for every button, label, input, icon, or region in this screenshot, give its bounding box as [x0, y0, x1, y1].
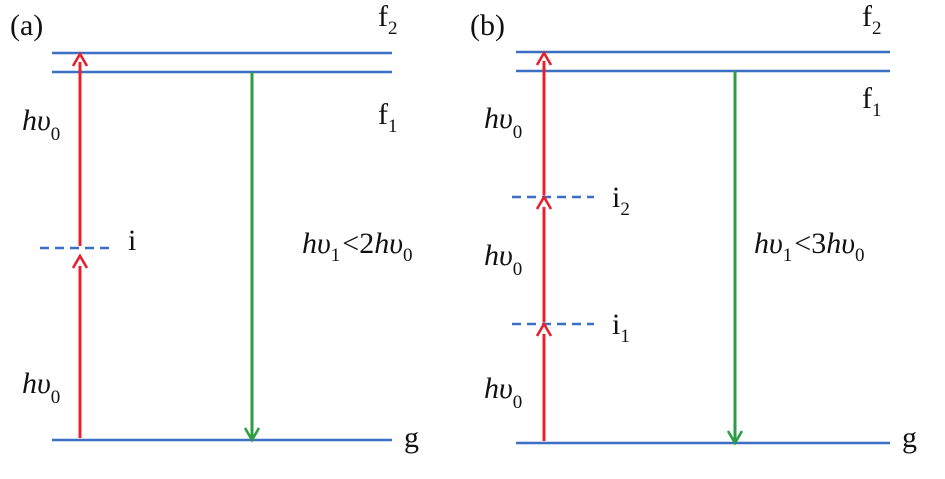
- label-virtual-i1: i1: [612, 308, 630, 347]
- photon-label-top: hυ0: [484, 102, 522, 143]
- photon-label-middle: hυ0: [484, 239, 522, 280]
- label-f2: f2: [862, 0, 882, 39]
- photon-label-upper: hυ0: [22, 104, 60, 145]
- label-g: g: [902, 421, 917, 454]
- excitation-arrow-upper: [71, 51, 89, 246]
- panel-a: (a) f2 f1 i g hυ0 hυ0 hυ1<2hυ0: [10, 0, 419, 454]
- panel-b-tag: (b): [470, 9, 505, 42]
- label-g: g: [404, 421, 419, 454]
- excitation-arrow-top: [535, 50, 553, 195]
- excitation-arrow-middle: [535, 194, 553, 322]
- label-f1: f1: [378, 98, 398, 137]
- emission-relation-b: hυ1<3hυ0: [754, 227, 864, 266]
- excitation-arrow-lower: [71, 253, 89, 438]
- label-f1: f1: [862, 82, 882, 121]
- panel-a-tag: (a): [10, 9, 43, 42]
- label-f2: f2: [378, 0, 398, 39]
- photon-label-lower: hυ0: [22, 367, 60, 408]
- emission-arrow: [726, 71, 744, 446]
- excitation-arrow-bottom: [535, 321, 553, 441]
- panel-b: (b) f2 f1 i2 i1 g hυ0: [470, 0, 917, 454]
- label-virtual-i: i: [128, 224, 136, 257]
- emission-arrow: [243, 72, 261, 443]
- emission-relation-a: hυ1<2hυ0: [302, 227, 412, 266]
- photon-label-bottom: hυ0: [484, 372, 522, 413]
- label-virtual-i2: i2: [612, 181, 630, 220]
